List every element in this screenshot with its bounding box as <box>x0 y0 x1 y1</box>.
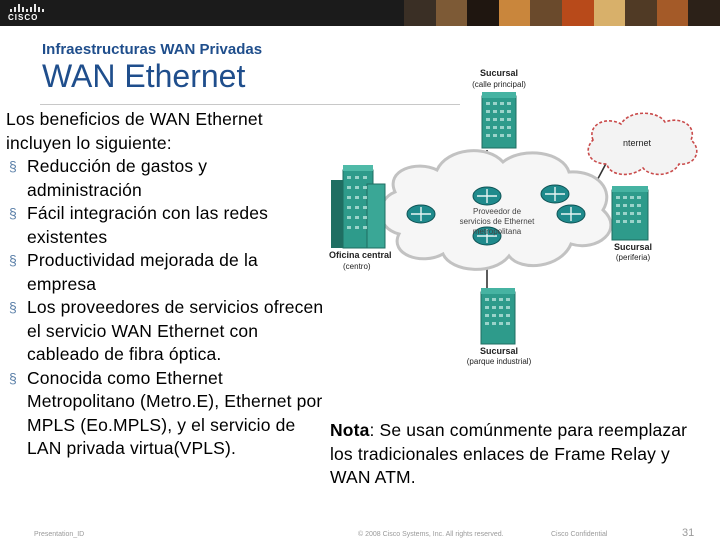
list-item-text: Los proveedores de servicios ofrecen el … <box>27 297 324 364</box>
branch-main-title: Sucursal <box>480 68 518 78</box>
router-icon <box>472 186 502 206</box>
banner-photo <box>467 0 499 26</box>
slide-title: WAN Ethernet <box>42 58 246 94</box>
intro-text: Los beneficios de WAN Ethernet incluyen … <box>6 109 263 153</box>
provider-cloud <box>379 149 613 271</box>
internet-cloud <box>587 112 698 176</box>
list-item: § Conocida como Ethernet Metropolitano (M… <box>6 367 326 461</box>
branch-periphery-subtitle: (periferia) <box>616 253 651 262</box>
list-item: § Los proveedores de servicios ofrecen el… <box>6 296 326 367</box>
bullet-icon: § <box>9 369 17 386</box>
central-office-subtitle: (centro) <box>343 262 371 271</box>
bullet-icon: § <box>9 205 17 221</box>
internet-label: nternet <box>623 138 652 148</box>
slide-body: Los beneficios de WAN Ethernet incluyen … <box>6 108 326 461</box>
footer-presentation-id: Presentation_ID <box>34 531 85 538</box>
list-item-text: Fácil integración con las redes existent… <box>27 203 269 247</box>
list-item-text: Productividad mejorada de la empresa <box>27 250 258 294</box>
router-icon <box>406 204 436 224</box>
provider-label-line3: metropolitana <box>473 227 522 236</box>
title-divider <box>40 104 460 105</box>
branch-park-subtitle: (parque industrial) <box>467 357 532 366</box>
bullet-icon: § <box>9 158 17 174</box>
bullet-icon: § <box>9 252 17 268</box>
banner-photo <box>656 0 689 26</box>
footer-copyright: © 2008 Cisco Systems, Inc. All rights re… <box>358 531 504 538</box>
list-item: § Productividad mejorada de la empresa <box>6 249 326 296</box>
note-label: Nota <box>330 420 370 440</box>
cisco-logo-text: CISCO <box>8 13 39 22</box>
page-number: 31 <box>682 527 695 539</box>
banner-photo <box>561 0 594 26</box>
banner-photo <box>593 0 626 26</box>
router-icon <box>540 184 570 204</box>
branch-park-title: Sucursal <box>480 346 518 356</box>
central-office-title: Oficina central <box>329 250 392 260</box>
metro-ethernet-diagram: Sucursal (calle principal) nternet Prove… <box>329 68 698 366</box>
cisco-logo-bars-icon <box>10 4 48 12</box>
banner-photo <box>625 0 657 26</box>
provider-label-line2: servicios de Ethernet <box>460 217 535 226</box>
banner-photos <box>404 0 720 26</box>
note-body: : Se usan comúnmente para reemplazar los… <box>330 420 688 487</box>
router-icon <box>556 204 586 224</box>
cisco-logo: CISCO <box>8 4 48 22</box>
benefit-list: § Reducción de gastos y administración § F… <box>6 155 326 461</box>
building-windows <box>347 102 641 325</box>
branch-main-subtitle: (calle principal) <box>472 80 526 89</box>
banner-photo <box>530 0 562 26</box>
bullet-icon: § <box>9 299 17 315</box>
provider-label-line1: Proveedor de <box>473 207 522 216</box>
slide-subtitle: Infraestructuras WAN Privadas <box>42 41 263 58</box>
router-icon <box>472 226 502 246</box>
list-item: § Reducción de gastos y administración <box>6 155 326 202</box>
banner-photo <box>688 0 720 26</box>
top-banner: CISCO <box>0 0 720 26</box>
list-item: § Fácil integración con las redes existen… <box>6 202 326 249</box>
list-item-text: Conocida como Ethernet Metropolitano (Me… <box>27 367 323 459</box>
list-item-text: Reducción de gastos y administración <box>27 156 208 200</box>
banner-photo <box>435 0 468 26</box>
footer-confidential: Cisco Confidential <box>551 531 608 538</box>
note-text: Nota: Se usan comúnmente para reemplazar… <box>330 419 710 490</box>
branch-periphery-title: Sucursal <box>614 242 652 252</box>
banner-photo <box>498 0 531 26</box>
banner-photo <box>404 0 436 26</box>
